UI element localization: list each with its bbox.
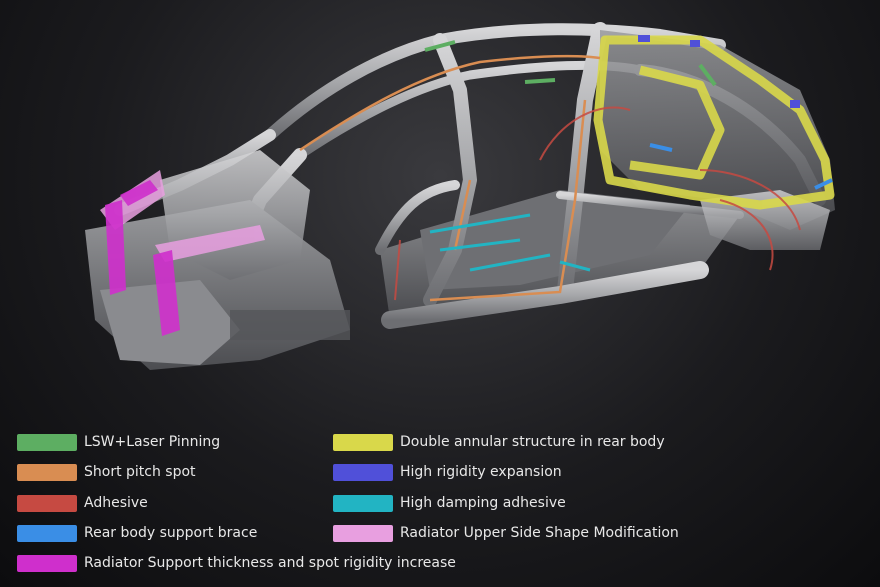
- legend-swatch: [333, 494, 393, 512]
- short-pitch-spot-highlight: [299, 54, 601, 302]
- legend-swatch: [17, 554, 77, 572]
- legend-label: Short pitch spot: [84, 464, 196, 480]
- legend-label: High rigidity expansion: [400, 464, 562, 480]
- legend-label: Adhesive: [84, 495, 148, 511]
- legend-item-high-damping-adhesive: High damping adhesive: [333, 492, 566, 514]
- legend-label: Double annular structure in rear body: [400, 434, 665, 450]
- lsw-laser-pinning-highlight: [424, 40, 717, 87]
- legend-swatch: [333, 463, 393, 481]
- double-annular-structure-highlight: [593, 35, 835, 210]
- rear-body-support-brace-highlight: [649, 143, 833, 190]
- legend-swatch: [17, 494, 77, 512]
- legend-item-double-annular-structure: Double annular structure in rear body: [333, 431, 665, 453]
- legend-item-lsw-laser-pinning: LSW+Laser Pinning: [17, 431, 220, 453]
- legend-label: Rear body support brace: [84, 525, 258, 541]
- legend-item-rear-body-support-brace: Rear body support brace: [17, 522, 257, 544]
- high-rigidity-expansion-highlight: [638, 35, 800, 108]
- legend-swatch: [17, 433, 77, 451]
- legend-swatch: [333, 433, 393, 451]
- legend-swatch: [17, 524, 77, 542]
- legend-label: High damping adhesive: [400, 495, 566, 511]
- legend-label: Radiator Support thickness and spot rigi…: [84, 555, 456, 571]
- legend-item-radiator-upper-side: Radiator Upper Side Shape Modification: [333, 522, 679, 544]
- legend-swatch: [333, 524, 393, 542]
- radiator-support-highlight: [105, 180, 180, 336]
- legend-label: Radiator Upper Side Shape Modification: [400, 525, 679, 541]
- legend-item-high-rigidity-expansion: High rigidity expansion: [333, 461, 562, 483]
- adhesive-highlight: [394, 106, 801, 301]
- legend-label: LSW+Laser Pinning: [84, 434, 221, 450]
- legend-item-short-pitch-spot: Short pitch spot: [17, 461, 196, 483]
- legend-item-radiator-support: Radiator Support thickness and spot rigi…: [17, 552, 456, 574]
- legend-swatch: [17, 463, 77, 481]
- legend-item-adhesive: Adhesive: [17, 492, 148, 514]
- high-damping-adhesive-highlight: [429, 213, 591, 272]
- front-structure: [85, 150, 350, 370]
